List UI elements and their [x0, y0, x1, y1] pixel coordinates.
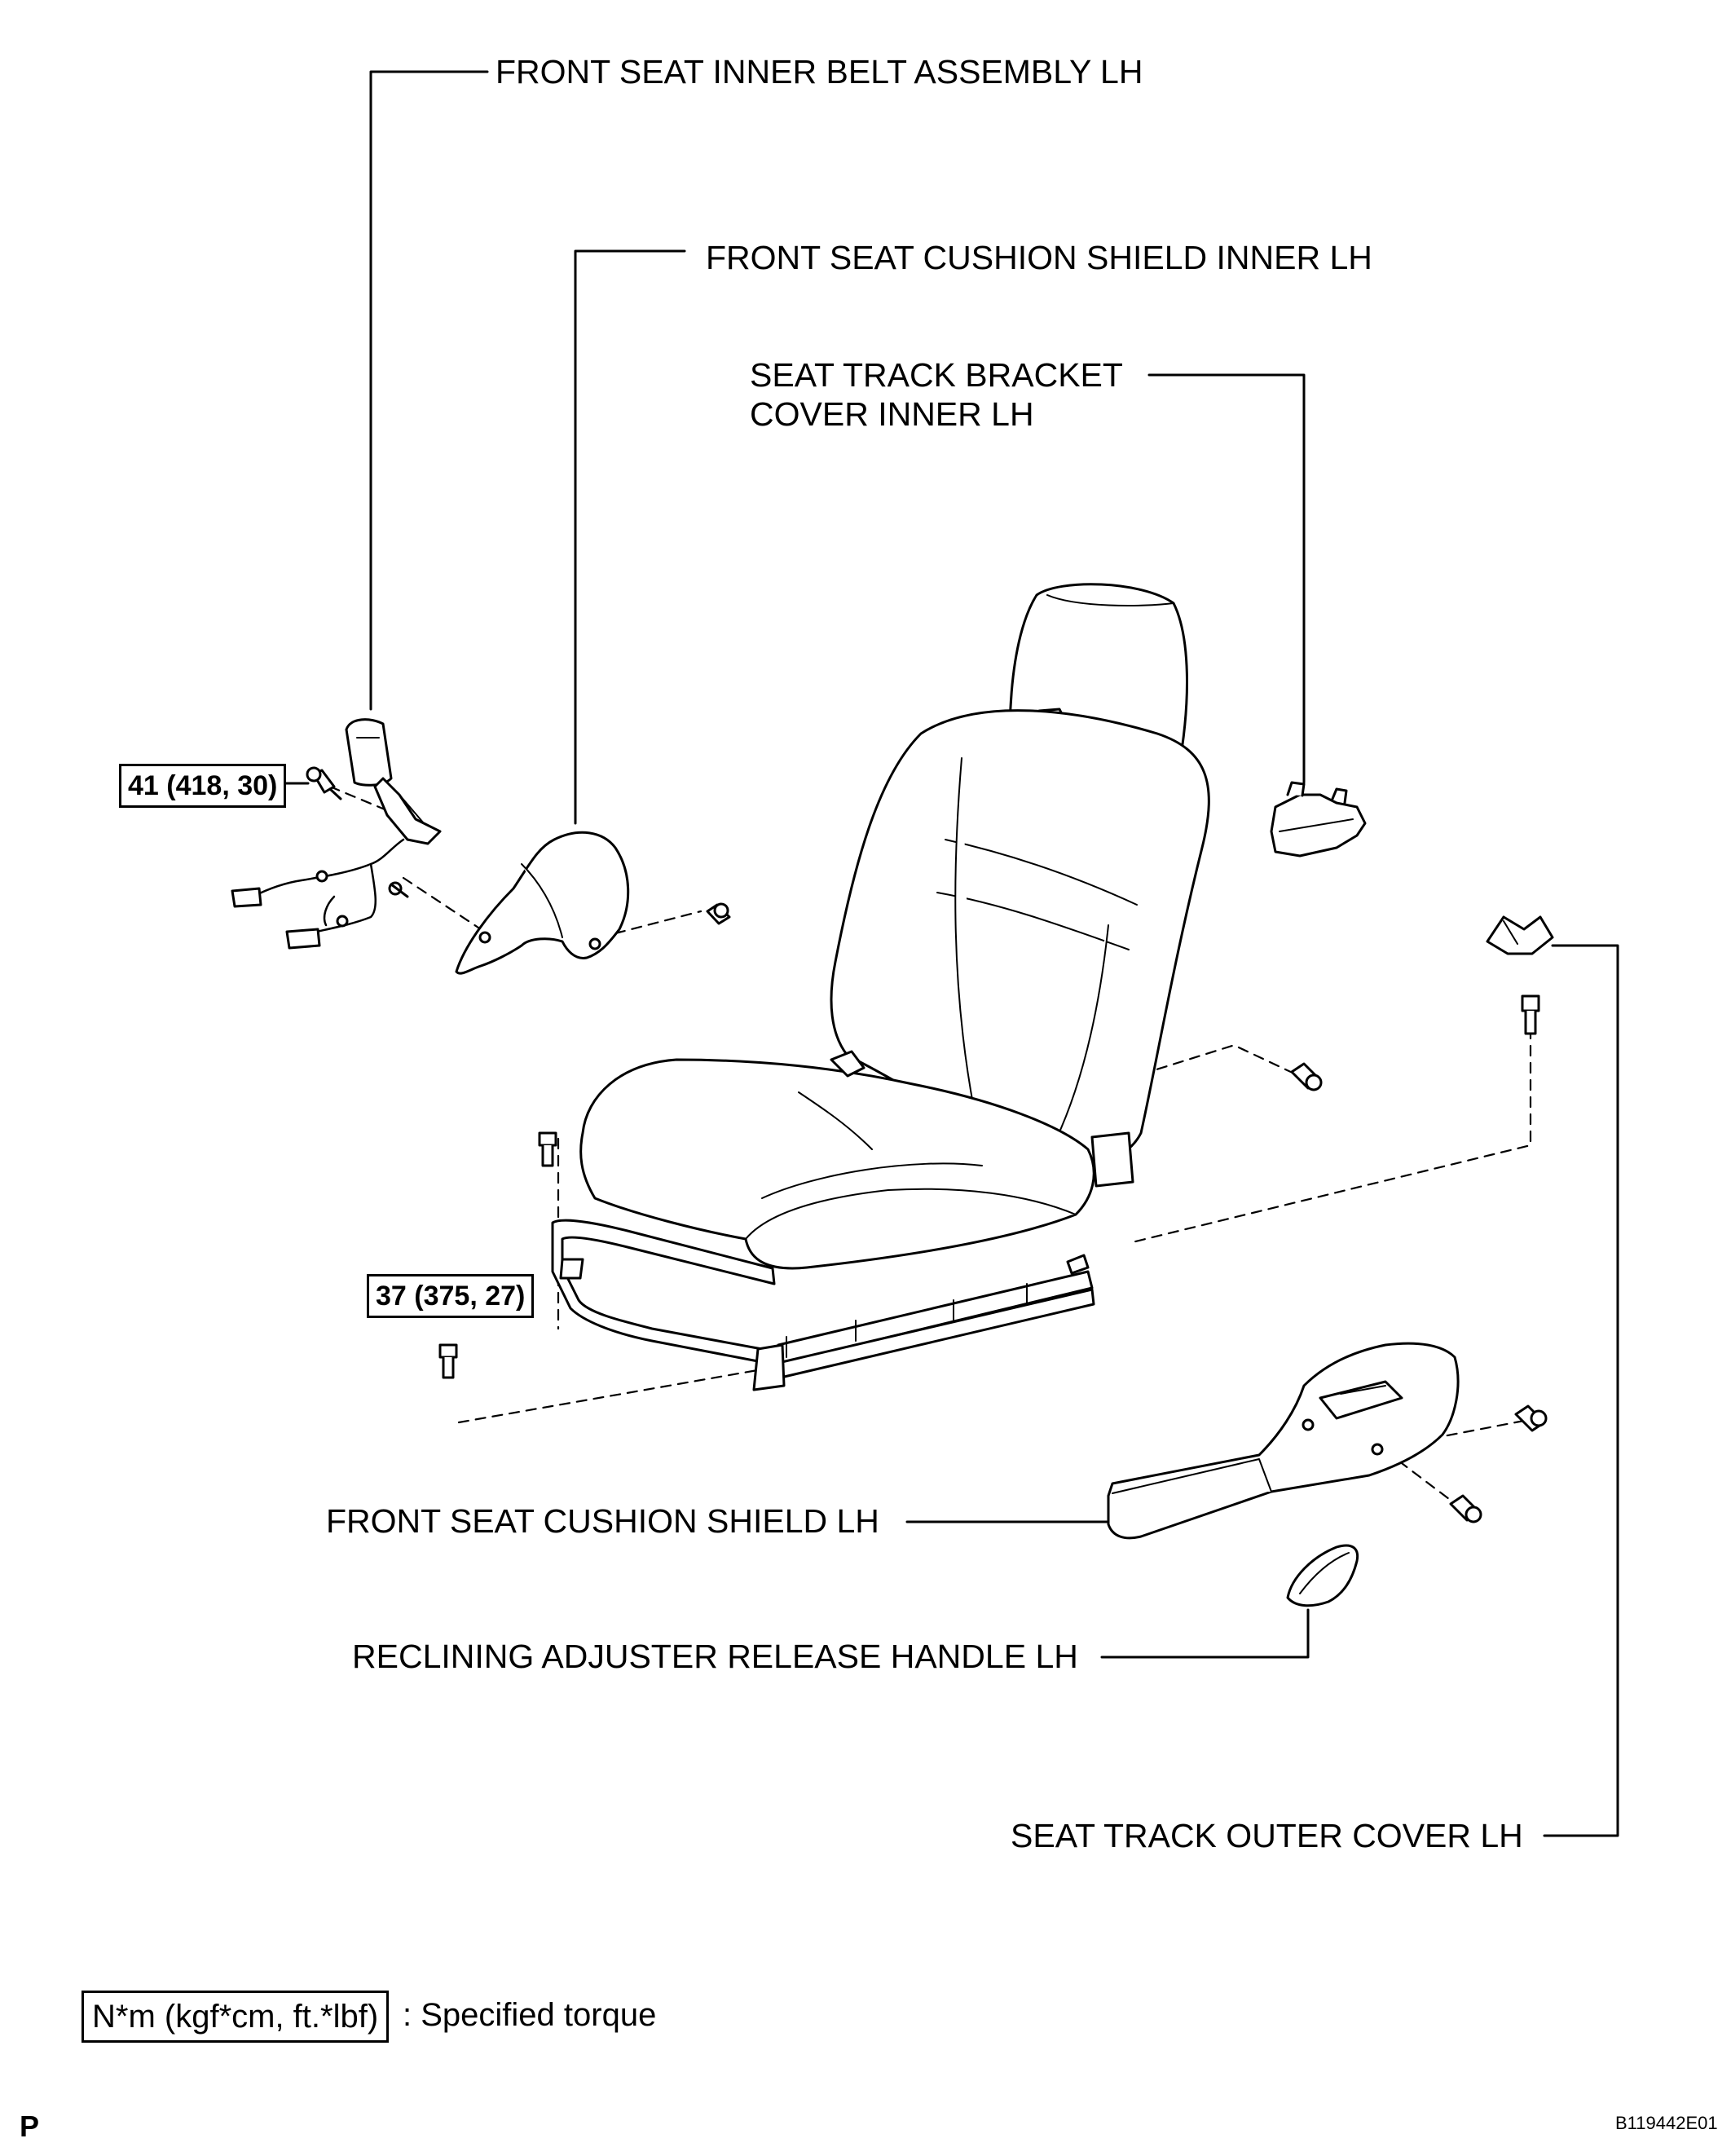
cushion-shield-outer — [1107, 1342, 1548, 1540]
outer-cover — [1486, 915, 1554, 1035]
dashed-guides — [328, 785, 1532, 1508]
track-bolts-left — [438, 1131, 557, 1379]
page-mark: P — [20, 2110, 40, 2143]
inner-belt-assembly — [231, 718, 442, 950]
label-bracket-cover-line2: COVER INNER LH — [750, 395, 1034, 433]
legend-text: : Specified torque — [403, 1997, 657, 2033]
leader-lines — [269, 70, 1619, 1837]
seat-assembly — [551, 583, 1210, 1391]
torque-box-belt-bolt: 41 (418, 30) — [119, 764, 287, 808]
label-cushion-shield: FRONT SEAT CUSHION SHIELD LH — [326, 1502, 879, 1540]
label-outer-cover: SEAT TRACK OUTER COVER LH — [1011, 1817, 1523, 1854]
label-bracket-cover-line1: SEAT TRACK BRACKET — [750, 356, 1123, 394]
torque-box-track-bolt: 37 (375, 27) — [367, 1274, 535, 1318]
legend-unit-box: N*m (kgf*cm, ft.*lbf) — [81, 1991, 390, 2043]
belt-buckle — [345, 718, 393, 787]
label-cushion-shield-inner: FRONT SEAT CUSHION SHIELD INNER LH — [706, 239, 1372, 276]
release-handle — [1286, 1544, 1359, 1607]
bracket-cover-inner — [1270, 781, 1367, 1091]
label-inner-belt: FRONT SEAT INNER BELT ASSEMBLY LH — [496, 53, 1143, 90]
figure-id: B119442E01 — [1615, 2113, 1718, 2133]
seat-track — [551, 1219, 776, 1363]
cushion-shield-inner — [455, 831, 731, 975]
label-release-handle: RECLINING ADJUSTER RELEASE HANDLE LH — [352, 1638, 1078, 1675]
